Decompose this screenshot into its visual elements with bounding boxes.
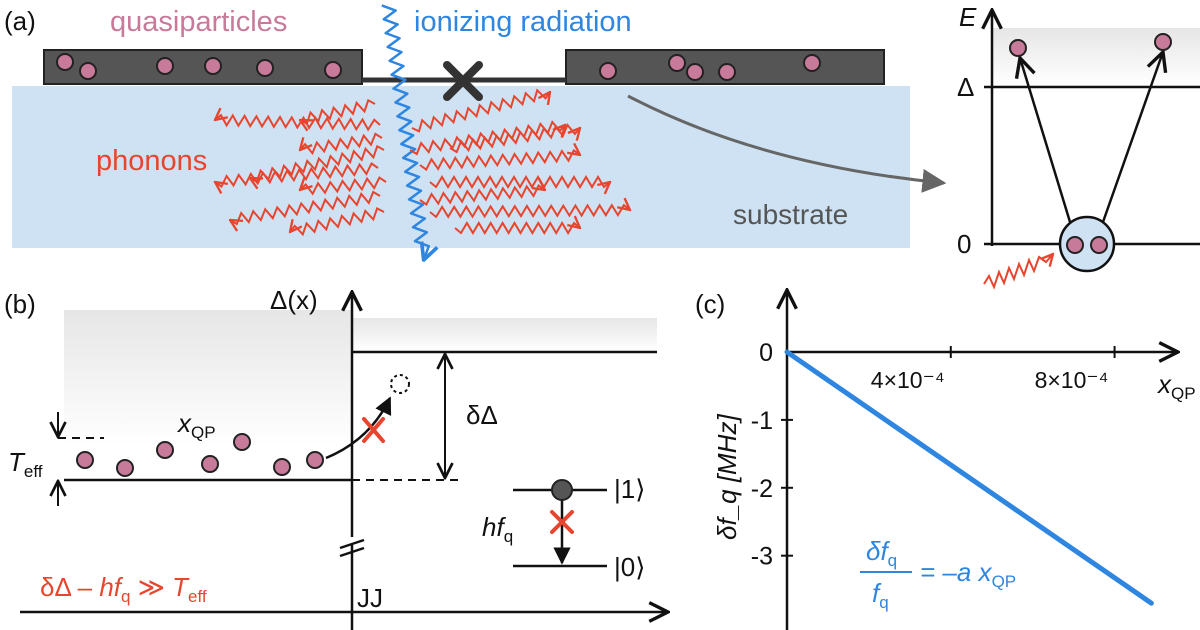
c-x-tick-label: 4×10⁻⁴ [871,367,945,393]
gap-axis-label: Δ(x) [270,285,318,315]
c-y-tick-label: -1 [751,407,773,435]
panel-c: (c) 4×10⁻⁴ 8×10⁻⁴ 0 -1 -2 -3 δf_q [MHz] xQP δ… [695,289,1196,630]
formula: δfq fq = –a xQP [860,536,1016,612]
excitation-arrow-left [1020,58,1072,223]
quasiparticle [686,63,704,81]
phonon-wave [300,98,376,123]
phonon-wave [449,122,580,154]
quasiparticles-b [76,433,324,477]
quasiparticle [803,54,821,72]
empty-state [390,374,410,394]
c-xlabel: xQP [1156,369,1196,403]
formula-rhs: = –a xQP [920,557,1016,591]
hf-label: hfq [482,512,513,546]
delta-delta-label: δΔ [466,400,498,430]
gap-shade-right [352,318,657,352]
chart-c: 4×10⁻⁴ 8×10⁻⁴ 0 -1 -2 -3 [751,290,1178,630]
c-y-tick-label: -2 [751,475,773,503]
quasiparticle [306,451,324,469]
formula-denominator: fq [872,578,889,612]
quasiparticles-label: quasiparticles [110,6,287,38]
formula-numerator: δfq [866,536,897,570]
phonon-wave [454,223,580,235]
phonon-wave [230,190,381,224]
phonons-left [215,98,387,237]
xqp-label: xQP [176,408,216,442]
phonon-wave [250,144,385,181]
quasiparticle [668,54,686,72]
phonon-wave [411,88,550,133]
panel-b-label: (b) [4,289,36,319]
ionizing-radiation-path [381,4,431,261]
substrate-label: substrate [733,199,848,230]
panel-c-label: (c) [695,289,725,319]
energy-diagram: E Δ 0 [957,2,1200,290]
ket0-label: |0⟩ [614,552,645,582]
quasiparticle [56,53,74,71]
quasiparticle [201,455,219,473]
quasiparticle [156,441,174,459]
quasiparticles-a [56,53,821,81]
phonon-wave [419,150,580,172]
energy-axis-label: E [959,2,977,32]
jj-label: JJ [357,583,383,613]
phonons-right [409,88,630,235]
qubit-excitation [551,479,573,501]
phonons-label: phonons [96,145,207,177]
quasiparticle [1009,39,1027,57]
phonon-wave [300,176,387,196]
panel-b: (b) Δ(x) JJ Teff δΔ xQP [4,285,668,630]
axis-break-icon [339,538,365,558]
quasiparticle [116,459,134,477]
quasiparticle [233,433,251,451]
c-series-line [784,349,1154,606]
zero-tick-label: 0 [957,229,971,259]
phonon-wave [215,162,379,187]
quasiparticle [273,458,291,476]
c-y-tick-label: 0 [759,339,773,367]
junction-cross-icon [443,61,483,101]
phonon-wave [290,206,385,237]
quasiparticle [256,59,274,77]
c-ylabel: δf_q [MHz] [712,414,742,540]
gap-shade-left [64,310,352,445]
delta-tick-label: Δ [957,72,974,102]
quasiparticle [718,63,736,81]
quasiparticle [76,451,94,469]
condition-label: δΔ – hfq ≫ Teff [40,572,207,606]
teff-label: Teff [8,447,43,481]
quasiparticle [1066,236,1084,254]
pointer-arrow [627,94,947,193]
cooper-pair [1058,215,1116,273]
phonon-wave [429,205,630,219]
phonon-wave [429,175,610,187]
quasiparticle [204,57,222,75]
c-x-tick-label: 8×10⁻⁴ [1035,367,1109,393]
phonon-wave [419,186,545,206]
excitation-arrow-right [1101,52,1163,223]
c-y-tick-label: -3 [751,543,773,571]
radiation-label: ionizing radiation [414,6,632,38]
tunneling-arrow [325,396,392,460]
left-electrode [43,49,363,85]
quasiparticle [79,62,97,80]
panel-a-label: (a) [4,6,36,36]
blocked-cross-icon [362,417,385,443]
phonon-wave [215,115,381,132]
quasiparticle [324,61,342,79]
qubit-blocked-cross-icon [550,510,574,534]
quasiparticle [599,62,617,80]
incoming-phonon [983,254,1053,290]
quasiparticle [1090,236,1108,254]
phonon-wave [300,132,383,156]
panel-a: (a) substrate quasiparticles ionizing ra… [4,4,947,261]
quasiparticle [156,57,174,75]
ket1-label: |1⟩ [614,474,645,504]
quasiparticle [1154,33,1172,51]
